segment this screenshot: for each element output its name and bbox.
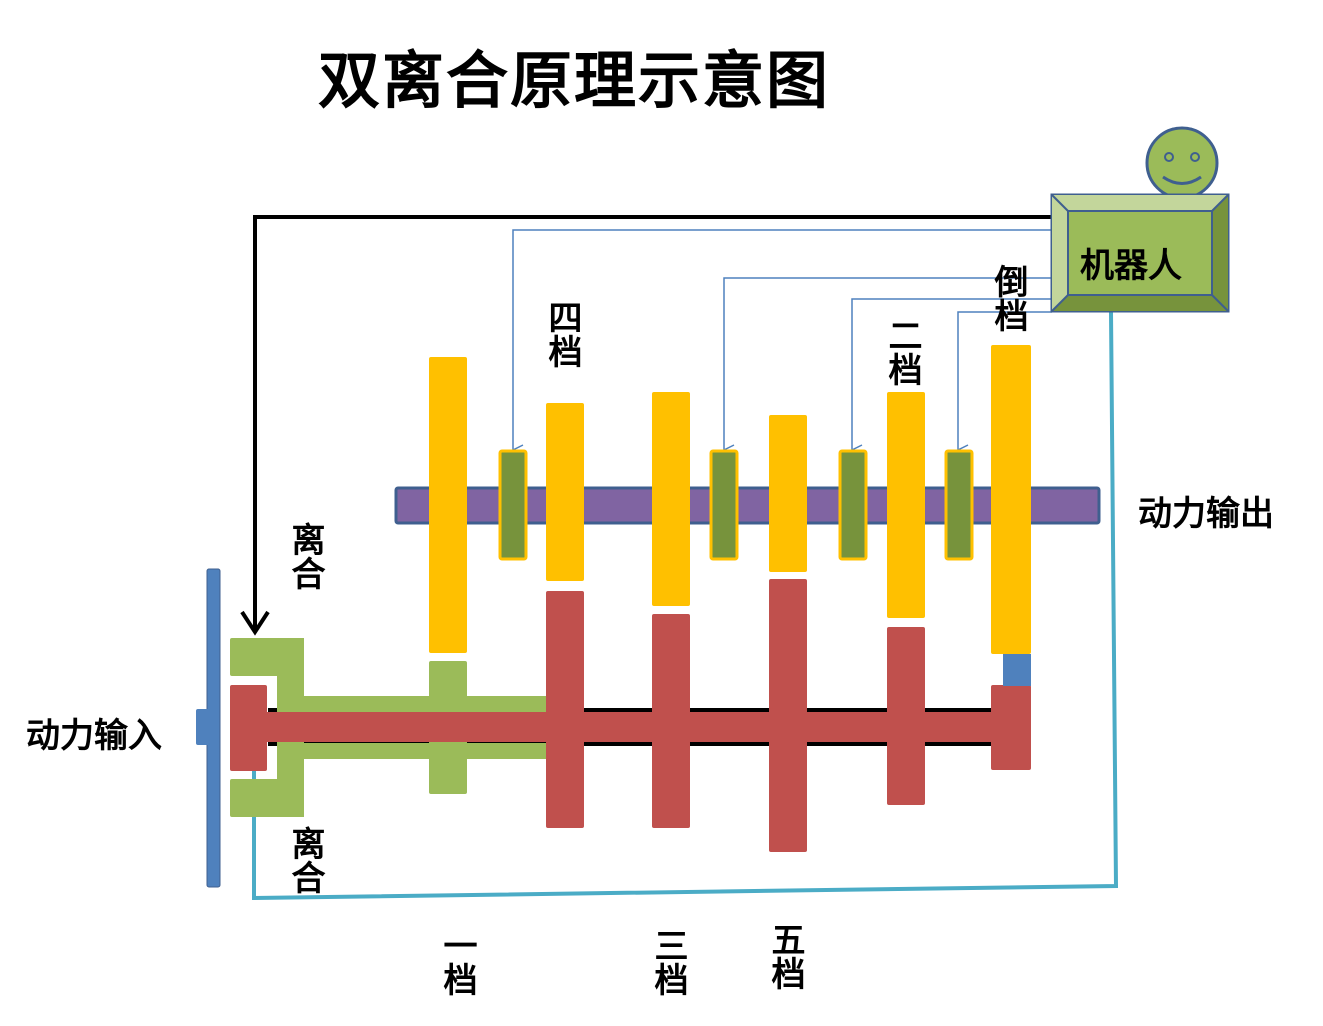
synchro-control-lines bbox=[513, 229, 1100, 450]
reverse-driven bbox=[991, 345, 1031, 654]
power-output-label: 动力输出 bbox=[1138, 494, 1274, 534]
control-line-1 bbox=[513, 229, 1052, 450]
control-line-4 bbox=[958, 311, 1052, 450]
robot-label: 机器人 bbox=[1080, 246, 1182, 286]
synchro-4 bbox=[944, 449, 974, 561]
synchronizers bbox=[498, 449, 974, 561]
page-title: 双离合原理示意图 bbox=[318, 44, 831, 117]
gear-3-label: 三档 bbox=[648, 928, 688, 996]
gear-5-label: 五档 bbox=[765, 922, 805, 990]
gear-2-drive bbox=[887, 627, 925, 805]
gear-5-driven bbox=[769, 415, 807, 572]
robot-box[interactable] bbox=[1050, 193, 1230, 313]
gear-1-label: 一档 bbox=[437, 928, 477, 996]
gear-4-driven bbox=[546, 403, 584, 581]
synchro-1 bbox=[498, 449, 528, 561]
synchro-3 bbox=[838, 449, 868, 561]
gear-3-drive bbox=[546, 591, 584, 828]
reverse-drive bbox=[991, 685, 1031, 770]
reverse-idler bbox=[1003, 654, 1031, 686]
gear-3-driven bbox=[652, 392, 690, 606]
clutch-top-label: 离合 bbox=[285, 522, 325, 590]
gear-5-drive bbox=[652, 614, 690, 828]
gear-reverse-label: 倒档 bbox=[988, 264, 1028, 332]
driven-gears bbox=[429, 345, 1031, 654]
gear-2-driven bbox=[887, 392, 925, 618]
black-control-line bbox=[240, 215, 1052, 636]
inner-shaft bbox=[230, 579, 1031, 852]
power-input-label: 动力输入 bbox=[26, 716, 162, 756]
gear-1-driven bbox=[429, 357, 467, 653]
flywheel bbox=[196, 568, 221, 888]
gear-4-label: 四档 bbox=[542, 300, 582, 368]
gear-4-drive bbox=[769, 579, 807, 852]
control-line-3 bbox=[852, 298, 1100, 450]
synchro-2 bbox=[709, 449, 739, 561]
control-line-2 bbox=[724, 277, 1052, 450]
clutch-bottom-label: 离合 bbox=[285, 826, 325, 894]
gear-2-label: 二档 bbox=[882, 318, 922, 386]
smiley-face-icon bbox=[1145, 126, 1219, 200]
